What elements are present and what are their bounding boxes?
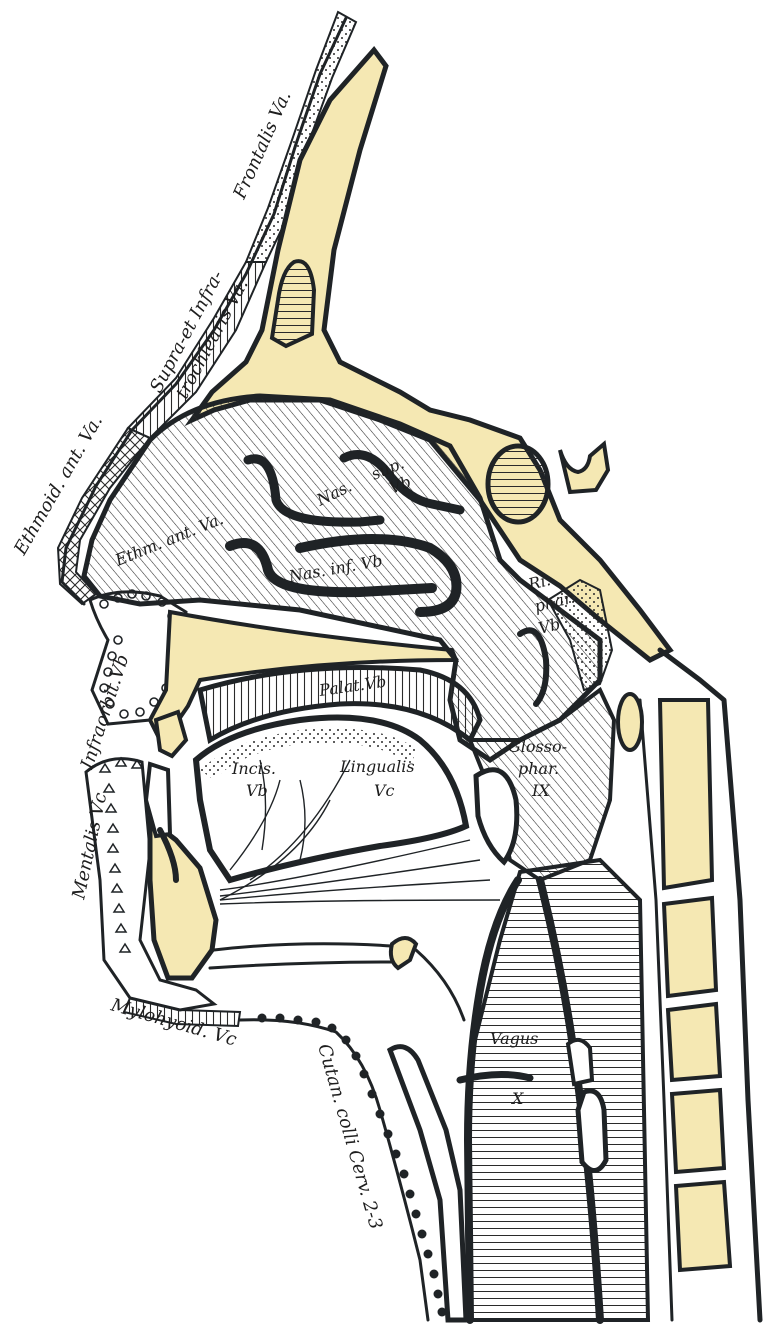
label-lingualis-vc: Vc [374, 781, 395, 800]
label-cutan: Cutan. colli Cerv. 2-3 [313, 1042, 386, 1232]
geniohyoid [210, 962, 392, 968]
label-incis-vb: Vb [246, 781, 268, 800]
arytenoid [568, 1040, 592, 1084]
sella-turcica [560, 444, 608, 492]
label-glosso-ix: IX [531, 781, 550, 800]
sphenoid-sinus [488, 446, 548, 522]
label-vagus: Vagus [490, 1029, 538, 1048]
cricoid [578, 1091, 606, 1171]
upper-incisor [156, 712, 186, 756]
hyoid [391, 938, 416, 968]
pharynx [460, 690, 648, 1320]
label-glosso: Glosso- [508, 737, 567, 756]
vertebral-column [660, 700, 730, 1270]
label-incis: Incis. [231, 759, 276, 778]
atlas-arch [618, 694, 642, 750]
hyoid-line [416, 950, 464, 1020]
oral-cavity [160, 718, 500, 1021]
label-glosso-phar: phar. [518, 759, 559, 778]
label-ri: Ri. [525, 570, 552, 594]
tongue-base [476, 770, 517, 862]
label-vagus-x: X [510, 1089, 524, 1108]
label-lingualis: Lingualis [339, 757, 415, 776]
floor-of-mouth [214, 944, 392, 950]
label-mentalis: Mentalis Vc [68, 791, 111, 902]
